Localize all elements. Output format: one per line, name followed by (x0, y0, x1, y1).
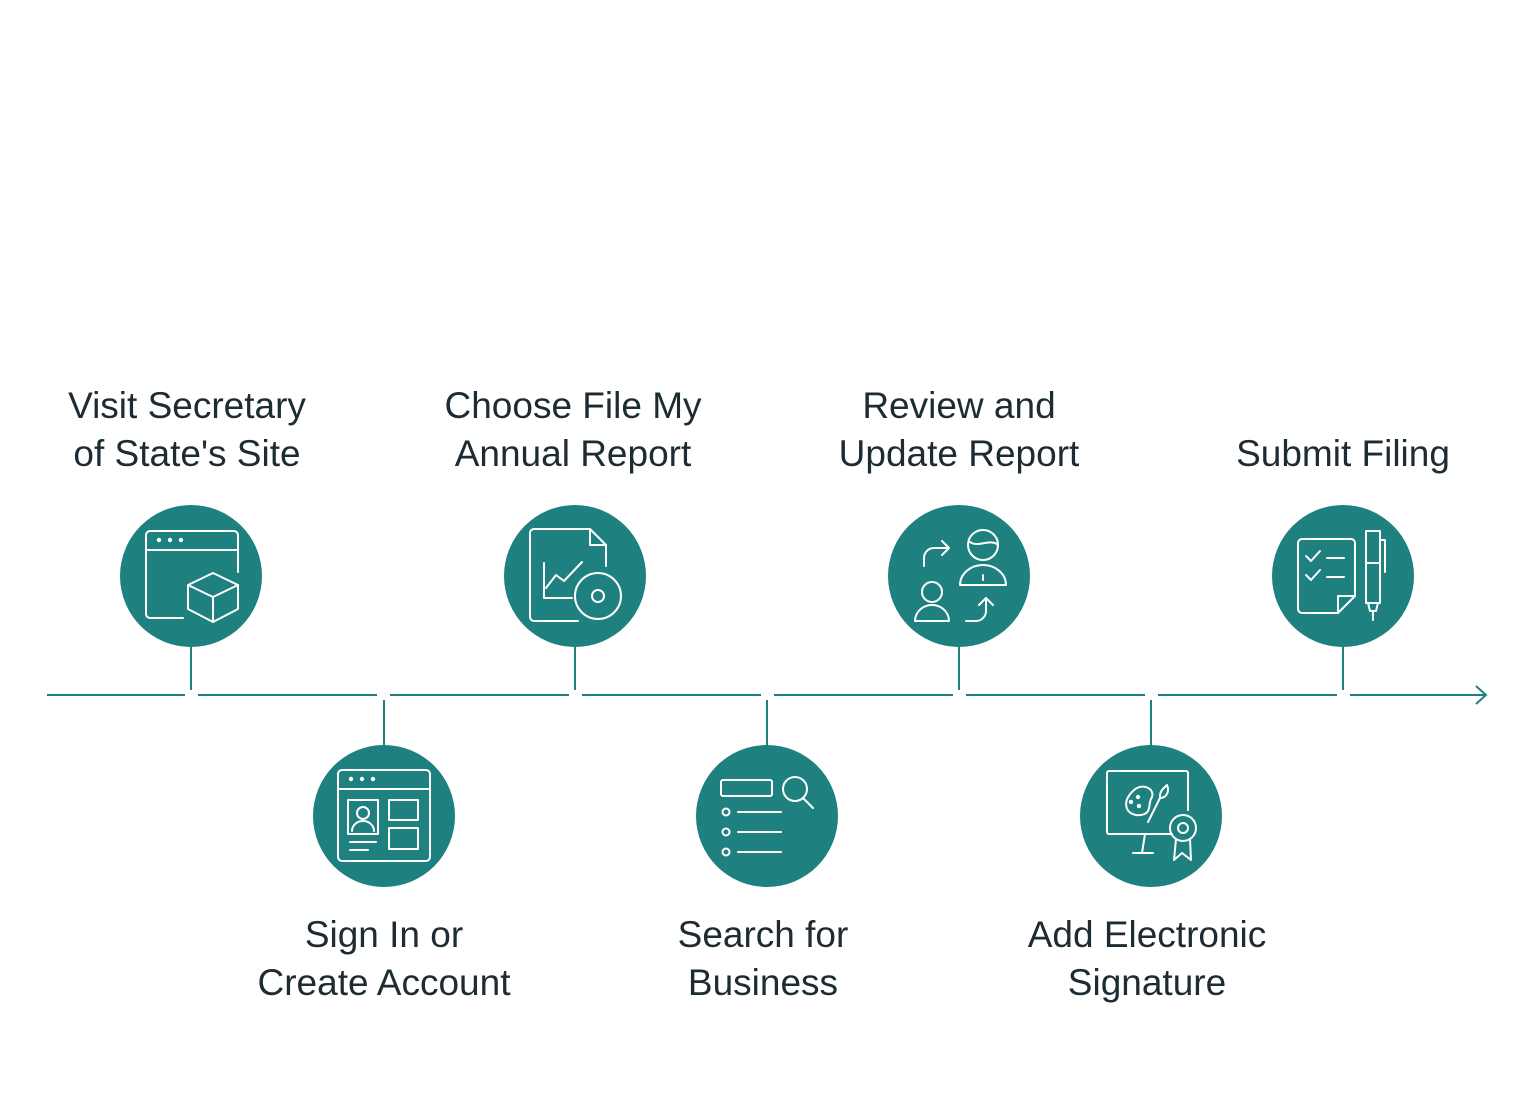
axis-node-gaps (185, 691, 1350, 699)
step-connectors (190, 646, 1344, 746)
list-search-icon (720, 776, 814, 857)
step-label-sign-in-or-create-account: Sign In or Create Account (257, 914, 511, 1003)
browser-cube-icon (145, 530, 239, 623)
step-circle-3 (504, 505, 646, 647)
step-label-visit-secretary-of-state: Visit Secretary of State's Site (68, 385, 306, 474)
checklist-pen-icon (1297, 530, 1386, 621)
axis-gap-3 (569, 691, 582, 699)
axis-gap-6 (1145, 691, 1158, 699)
step-label-choose-file-annual-report: Choose File My Annual Report (444, 385, 702, 474)
chart-document-gear-icon (529, 528, 622, 622)
axis-gap-7 (1337, 691, 1350, 699)
step-label-review-and-update-report: Review and Update Report (838, 385, 1080, 474)
axis-gap-4 (761, 691, 774, 699)
step-circles (120, 505, 1414, 887)
step-label-submit-filing: Submit Filing (1236, 433, 1450, 474)
step-circle-5 (888, 505, 1030, 647)
axis-gap-1 (185, 691, 198, 699)
monitor-award-icon (1106, 770, 1197, 861)
arrow-head-icon (1475, 685, 1488, 705)
people-exchange-icon (914, 529, 1007, 622)
axis-gap-2 (377, 691, 390, 699)
step-circle-1 (120, 505, 262, 647)
step-circle-4 (696, 745, 838, 887)
axis-gap-5 (953, 691, 966, 699)
profile-window-icon (337, 769, 431, 862)
step-label-add-electronic-signature: Add Electronic Signature (1027, 914, 1267, 1003)
step-label-search-for-business: Search for Business (677, 914, 849, 1003)
step-circle-2 (313, 745, 455, 887)
